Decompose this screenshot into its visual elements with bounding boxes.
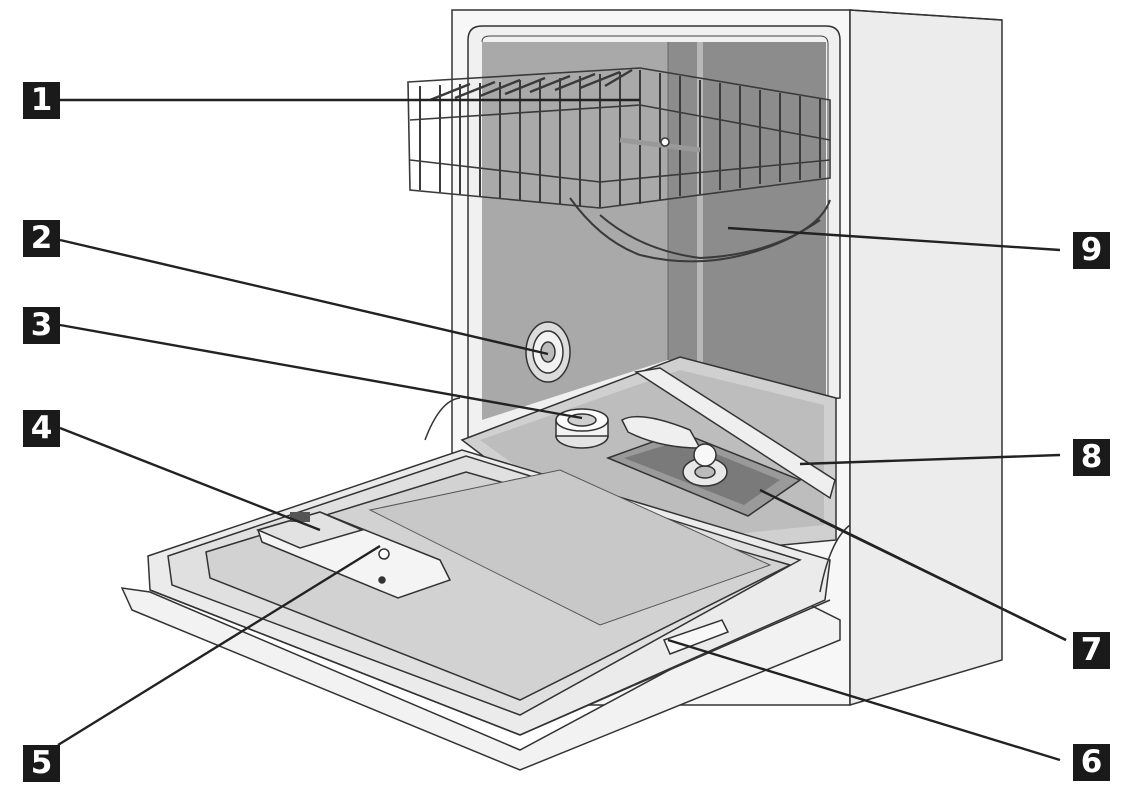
lower-spray-arm bbox=[621, 367, 836, 500]
filter-system bbox=[605, 431, 802, 517]
callout-3: 3 bbox=[23, 307, 60, 344]
callout-1: 1 bbox=[23, 82, 60, 119]
callout-5: 5 bbox=[23, 745, 60, 782]
callout-2: 2 bbox=[23, 220, 60, 257]
callout-4: 4 bbox=[23, 410, 60, 447]
callout-8: 8 bbox=[1073, 439, 1110, 476]
detergent-dispenser bbox=[255, 511, 452, 599]
callout-7: 7 bbox=[1073, 632, 1110, 669]
leader-lines bbox=[57, 98, 1067, 762]
callout-9: 9 bbox=[1073, 232, 1110, 269]
rinse-aid-indicator bbox=[525, 321, 571, 383]
callout-6: 6 bbox=[1073, 744, 1110, 781]
rating-plate bbox=[662, 619, 730, 655]
